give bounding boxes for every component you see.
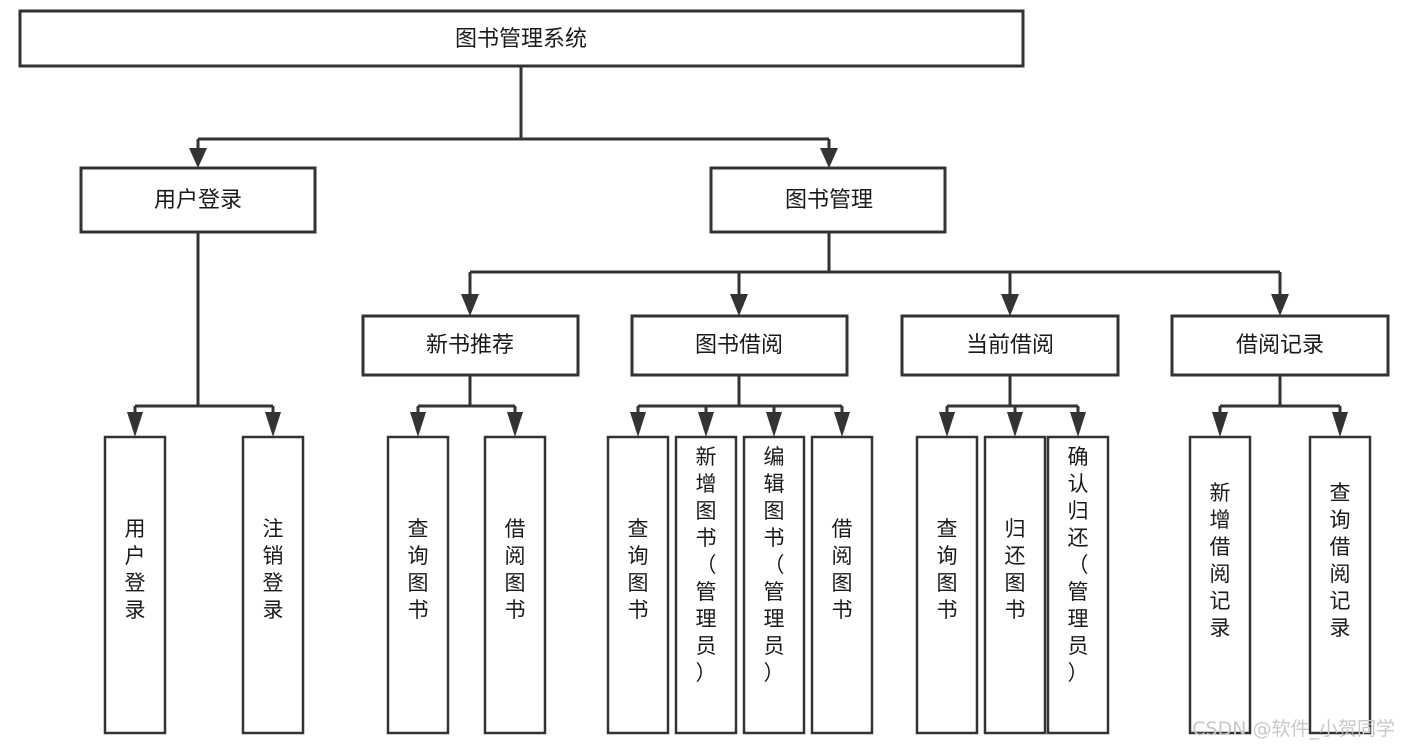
leaf-cur-return-book[interactable]: 归还图书: [983, 435, 1047, 735]
arrowhead-leaf-rec-add-record: [1212, 412, 1228, 437]
node-current-borrow-box[interactable]: [900, 314, 1120, 377]
leaf-rec-query-record[interactable]: 查询借阅记录: [1308, 435, 1372, 735]
node-book-manage[interactable]: 图书管理: [709, 166, 947, 234]
leaf-rec-query-record-box[interactable]: [1308, 435, 1372, 735]
csdn-watermark: CSDN @软件_小贺同学: [1192, 718, 1395, 740]
node-book-borrow[interactable]: 图书借阅: [630, 314, 849, 377]
node-user-login-box[interactable]: [79, 166, 317, 234]
leaf-borrow-borrow-book-label: 借阅图书: [832, 517, 853, 622]
node-root-label: 图书管理系统: [455, 27, 587, 52]
leaf-borrow-edit-book-label: 编辑图书（管理员）: [764, 445, 785, 685]
node-borrow-record[interactable]: 借阅记录: [1170, 314, 1390, 377]
leaf-cur-confirm-return-box[interactable]: [1046, 435, 1110, 735]
arrowhead-current-borrow: [1001, 294, 1019, 316]
leaf-rec-query-book-label: 查询图书: [408, 517, 429, 622]
node-new-book-rec-label: 新书推荐: [426, 333, 514, 358]
node-new-book-rec-box[interactable]: [361, 314, 580, 377]
leaf-cur-confirm-return[interactable]: 确认归还（管理员）: [1046, 435, 1110, 735]
leaf-user-login-box[interactable]: [103, 435, 167, 735]
leaf-borrow-edit-book-box[interactable]: [742, 435, 806, 735]
leaf-rec-borrow-book-label: 借阅图书: [505, 517, 526, 622]
arrowhead-leaf-cur-return-book: [1007, 412, 1023, 437]
node-book-borrow-box[interactable]: [630, 314, 849, 377]
leaf-cur-query-book-box[interactable]: [915, 435, 979, 735]
leaf-borrow-add-book-box[interactable]: [674, 435, 738, 735]
node-user-login-label: 用户登录: [154, 188, 242, 213]
leaf-borrow-add-book-label: 新增图书（管理员）: [696, 445, 717, 685]
leaf-rec-borrow-book[interactable]: 借阅图书: [483, 435, 547, 735]
arrowhead-leaf-cur-confirm-return: [1070, 412, 1086, 437]
node-current-borrow-label: 当前借阅: [966, 333, 1054, 358]
arrowhead-leaf-rec-query-record: [1332, 412, 1348, 437]
arrowhead-leaf-borrow-edit-book: [766, 412, 782, 437]
arrowhead-book-borrow: [730, 294, 748, 316]
leaf-user-logout-label: 注销登录: [263, 517, 284, 622]
leaf-user-login[interactable]: 用户登录: [103, 435, 167, 735]
leaf-borrow-borrow-book[interactable]: 借阅图书: [810, 435, 874, 735]
arrowhead-leaf-borrow-add-book: [698, 412, 714, 437]
leaf-rec-add-record-label: 新增借阅记录: [1210, 481, 1231, 640]
node-root[interactable]: 图书管理系统: [18, 9, 1025, 68]
leaf-borrow-query-book[interactable]: 查询图书: [606, 435, 670, 735]
node-current-borrow[interactable]: 当前借阅: [900, 314, 1120, 377]
leaf-user-login-label: 用户登录: [125, 517, 146, 622]
node-borrow-record-label: 借阅记录: [1236, 333, 1324, 358]
arrowhead-leaf-user-login: [127, 412, 143, 437]
leaf-cur-confirm-return-label: 确认归还（管理员）: [1068, 445, 1089, 685]
leaf-user-logout-box[interactable]: [241, 435, 305, 735]
node-new-book-rec[interactable]: 新书推荐: [361, 314, 580, 377]
leaf-rec-query-book[interactable]: 查询图书: [386, 435, 450, 735]
arrowhead-leaf-rec-query-book: [410, 412, 426, 437]
node-borrow-record-box[interactable]: [1170, 314, 1390, 377]
leaf-cur-return-book-box[interactable]: [983, 435, 1047, 735]
arrowhead-user-login: [189, 148, 207, 168]
arrowhead-leaf-borrow-query-book: [630, 412, 646, 437]
arrowhead-leaf-user-logout: [265, 412, 281, 437]
leaf-borrow-borrow-book-box[interactable]: [810, 435, 874, 735]
arrowhead-borrow-record: [1271, 294, 1289, 316]
connector-layer: [127, 66, 1348, 437]
arrowhead-leaf-borrow-borrow-book: [834, 412, 850, 437]
node-root-box[interactable]: [18, 9, 1025, 68]
leaf-borrow-add-book[interactable]: 新增图书（管理员）: [674, 435, 738, 735]
leaf-rec-add-record-box[interactable]: [1188, 435, 1252, 735]
leaf-cur-query-book-label: 查询图书: [937, 517, 958, 622]
arrowhead-leaf-cur-query-book: [939, 412, 955, 437]
leaf-rec-query-book-box[interactable]: [386, 435, 450, 735]
arrowhead-leaf-rec-borrow-book: [507, 412, 523, 437]
leaf-cur-query-book[interactable]: 查询图书: [915, 435, 979, 735]
leaf-rec-add-record[interactable]: 新增借阅记录: [1188, 435, 1252, 735]
leaf-borrow-query-book-box[interactable]: [606, 435, 670, 735]
arrowhead-book-manage: [820, 148, 838, 168]
node-book-borrow-label: 图书借阅: [695, 333, 783, 358]
node-book-manage-box[interactable]: [709, 166, 947, 234]
arrowhead-new-book-rec: [461, 294, 479, 316]
leaf-rec-borrow-book-box[interactable]: [483, 435, 547, 735]
node-user-login[interactable]: 用户登录: [79, 166, 317, 234]
leaf-node-layer: 用户登录 注销登录 查询图书 借阅图书 查询图书 新增图书（管理员）: [103, 435, 1372, 735]
node-book-manage-label: 图书管理: [785, 188, 873, 213]
leaf-user-logout[interactable]: 注销登录: [241, 435, 305, 735]
leaf-borrow-query-book-label: 查询图书: [628, 517, 649, 622]
leaf-cur-return-book-label: 归还图书: [1005, 517, 1026, 622]
leaf-rec-query-record-label: 查询借阅记录: [1330, 481, 1351, 640]
leaf-borrow-edit-book[interactable]: 编辑图书（管理员）: [742, 435, 806, 735]
